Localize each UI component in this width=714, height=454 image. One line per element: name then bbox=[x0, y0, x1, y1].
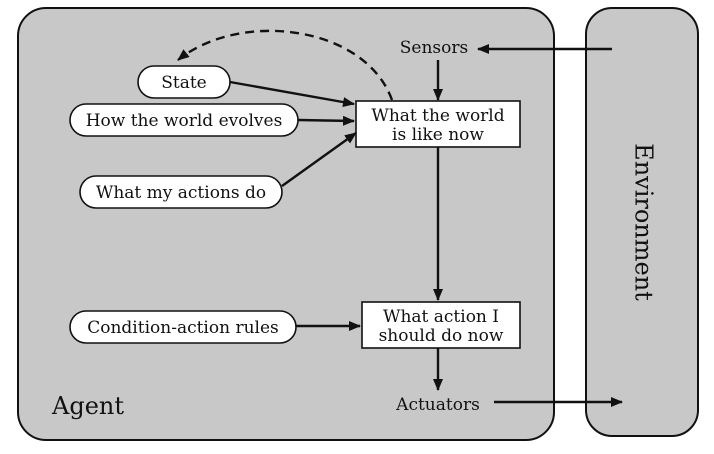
evolves-to-world-arrow bbox=[297, 115, 355, 126]
agent-panel bbox=[17, 7, 555, 441]
agent-label: Agent bbox=[51, 392, 124, 420]
sensors-label: Sensors bbox=[400, 38, 468, 58]
actions-do-pill bbox=[79, 175, 283, 209]
actions-do-pill-label: What my actions do bbox=[96, 183, 266, 203]
actions-to-world-arrow bbox=[281, 132, 357, 187]
world-evolves-pill-label: How the world evolves bbox=[86, 111, 283, 131]
rules-pill-label: Condition-action rules bbox=[87, 318, 279, 338]
world-now-box bbox=[355, 100, 521, 148]
action-now-box bbox=[361, 301, 521, 349]
world-now-label-line2: is like now bbox=[392, 125, 484, 145]
action-now-label-line1: What action I bbox=[383, 307, 499, 327]
actuators-label: Actuators bbox=[395, 395, 480, 415]
world-to-state-dashed-arrow bbox=[177, 29, 394, 101]
action-now-label-line2: should do now bbox=[379, 326, 504, 346]
environment-label: Environment bbox=[630, 143, 658, 301]
world-now-label-line1: What the world bbox=[371, 106, 504, 126]
state-to-world-arrow bbox=[229, 80, 355, 108]
state-pill-label: State bbox=[161, 73, 207, 93]
environment-panel bbox=[585, 7, 699, 437]
